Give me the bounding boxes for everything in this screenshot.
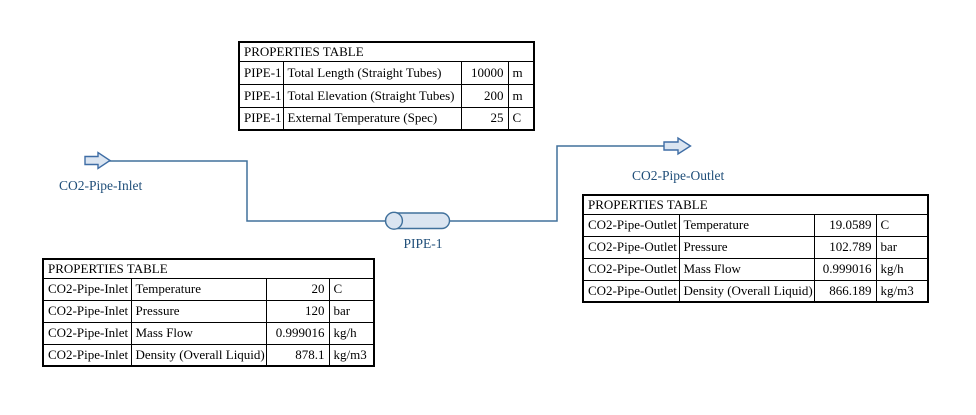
table-cell-unit: m	[507, 83, 535, 108]
inlet-stream-label[interactable]: CO2-Pipe-Inlet	[59, 178, 143, 193]
table-cell-unit: m	[507, 60, 535, 85]
properties-table-title: PROPERTIES TABLE	[582, 194, 929, 215]
table-cell-property: External Temperature (Spec)	[282, 106, 462, 131]
table-cell-value: 20	[265, 277, 330, 301]
table-cell-property: Total Length (Straight Tubes)	[282, 60, 462, 85]
table-cell-unit: bar	[328, 299, 375, 323]
table-cell-value: 102.789	[813, 235, 877, 259]
table-cell-value: 200	[460, 83, 509, 108]
table-cell-property: Pressure	[130, 299, 267, 323]
table-cell-value: 866.189	[813, 279, 877, 303]
inlet-stream-line[interactable]	[109, 160, 386, 222]
outlet-stream-line[interactable]	[449, 145, 665, 222]
table-cell-stream: CO2-Pipe-Inlet	[42, 299, 132, 323]
table-cell-stream: CO2-Pipe-Inlet	[42, 277, 132, 301]
table-cell-unit: kg/h	[875, 257, 929, 281]
table-cell-unit: C	[328, 277, 375, 301]
properties-table-title: PROPERTIES TABLE	[42, 258, 375, 279]
table-cell-value: 19.0589	[813, 213, 877, 237]
table-cell-stream: PIPE-1	[238, 60, 284, 85]
table-cell-property: Mass Flow	[678, 257, 815, 281]
table-cell-property: Density (Overall Liquid)	[678, 279, 815, 303]
table-cell-stream: CO2-Pipe-Outlet	[582, 235, 680, 259]
table-cell-stream: CO2-Pipe-Outlet	[582, 279, 680, 303]
inlet-stream-arrow-icon[interactable]	[84, 151, 112, 170]
table-cell-property: Temperature	[678, 213, 815, 237]
table-cell-unit: kg/h	[328, 321, 375, 345]
pipe-unit-icon[interactable]	[384, 211, 451, 230]
table-cell-property: Pressure	[678, 235, 815, 259]
table-cell-stream: PIPE-1	[238, 83, 284, 108]
table-cell-unit: bar	[875, 235, 929, 259]
table-cell-value: 120	[265, 299, 330, 323]
table-cell-property: Total Elevation (Straight Tubes)	[282, 83, 462, 108]
table-cell-stream: PIPE-1	[238, 106, 284, 131]
table-cell-unit: C	[507, 106, 535, 131]
table-cell-property: Temperature	[130, 277, 267, 301]
table-cell-unit: kg/m3	[328, 343, 375, 367]
table-cell-value: 10000	[460, 60, 509, 85]
table-cell-unit: C	[875, 213, 929, 237]
table-cell-stream: CO2-Pipe-Inlet	[42, 321, 132, 345]
table-cell-value: 0.999016	[265, 321, 330, 345]
table-cell-stream: CO2-Pipe-Outlet	[582, 213, 680, 237]
table-cell-stream: CO2-Pipe-Outlet	[582, 257, 680, 281]
pipe-unit-label[interactable]: PIPE-1	[403, 236, 443, 251]
outlet-stream-arrow-icon[interactable]	[663, 136, 692, 156]
table-cell-property: Density (Overall Liquid)	[130, 343, 267, 367]
table-cell-value: 878.1	[265, 343, 330, 367]
table-cell-value: 0.999016	[813, 257, 877, 281]
table-cell-unit: kg/m3	[875, 279, 929, 303]
table-cell-property: Mass Flow	[130, 321, 267, 345]
table-cell-stream: CO2-Pipe-Inlet	[42, 343, 132, 367]
outlet-stream-label[interactable]: CO2-Pipe-Outlet	[632, 168, 725, 183]
properties-table-title: PROPERTIES TABLE	[238, 41, 535, 62]
table-cell-value: 25	[460, 106, 509, 131]
